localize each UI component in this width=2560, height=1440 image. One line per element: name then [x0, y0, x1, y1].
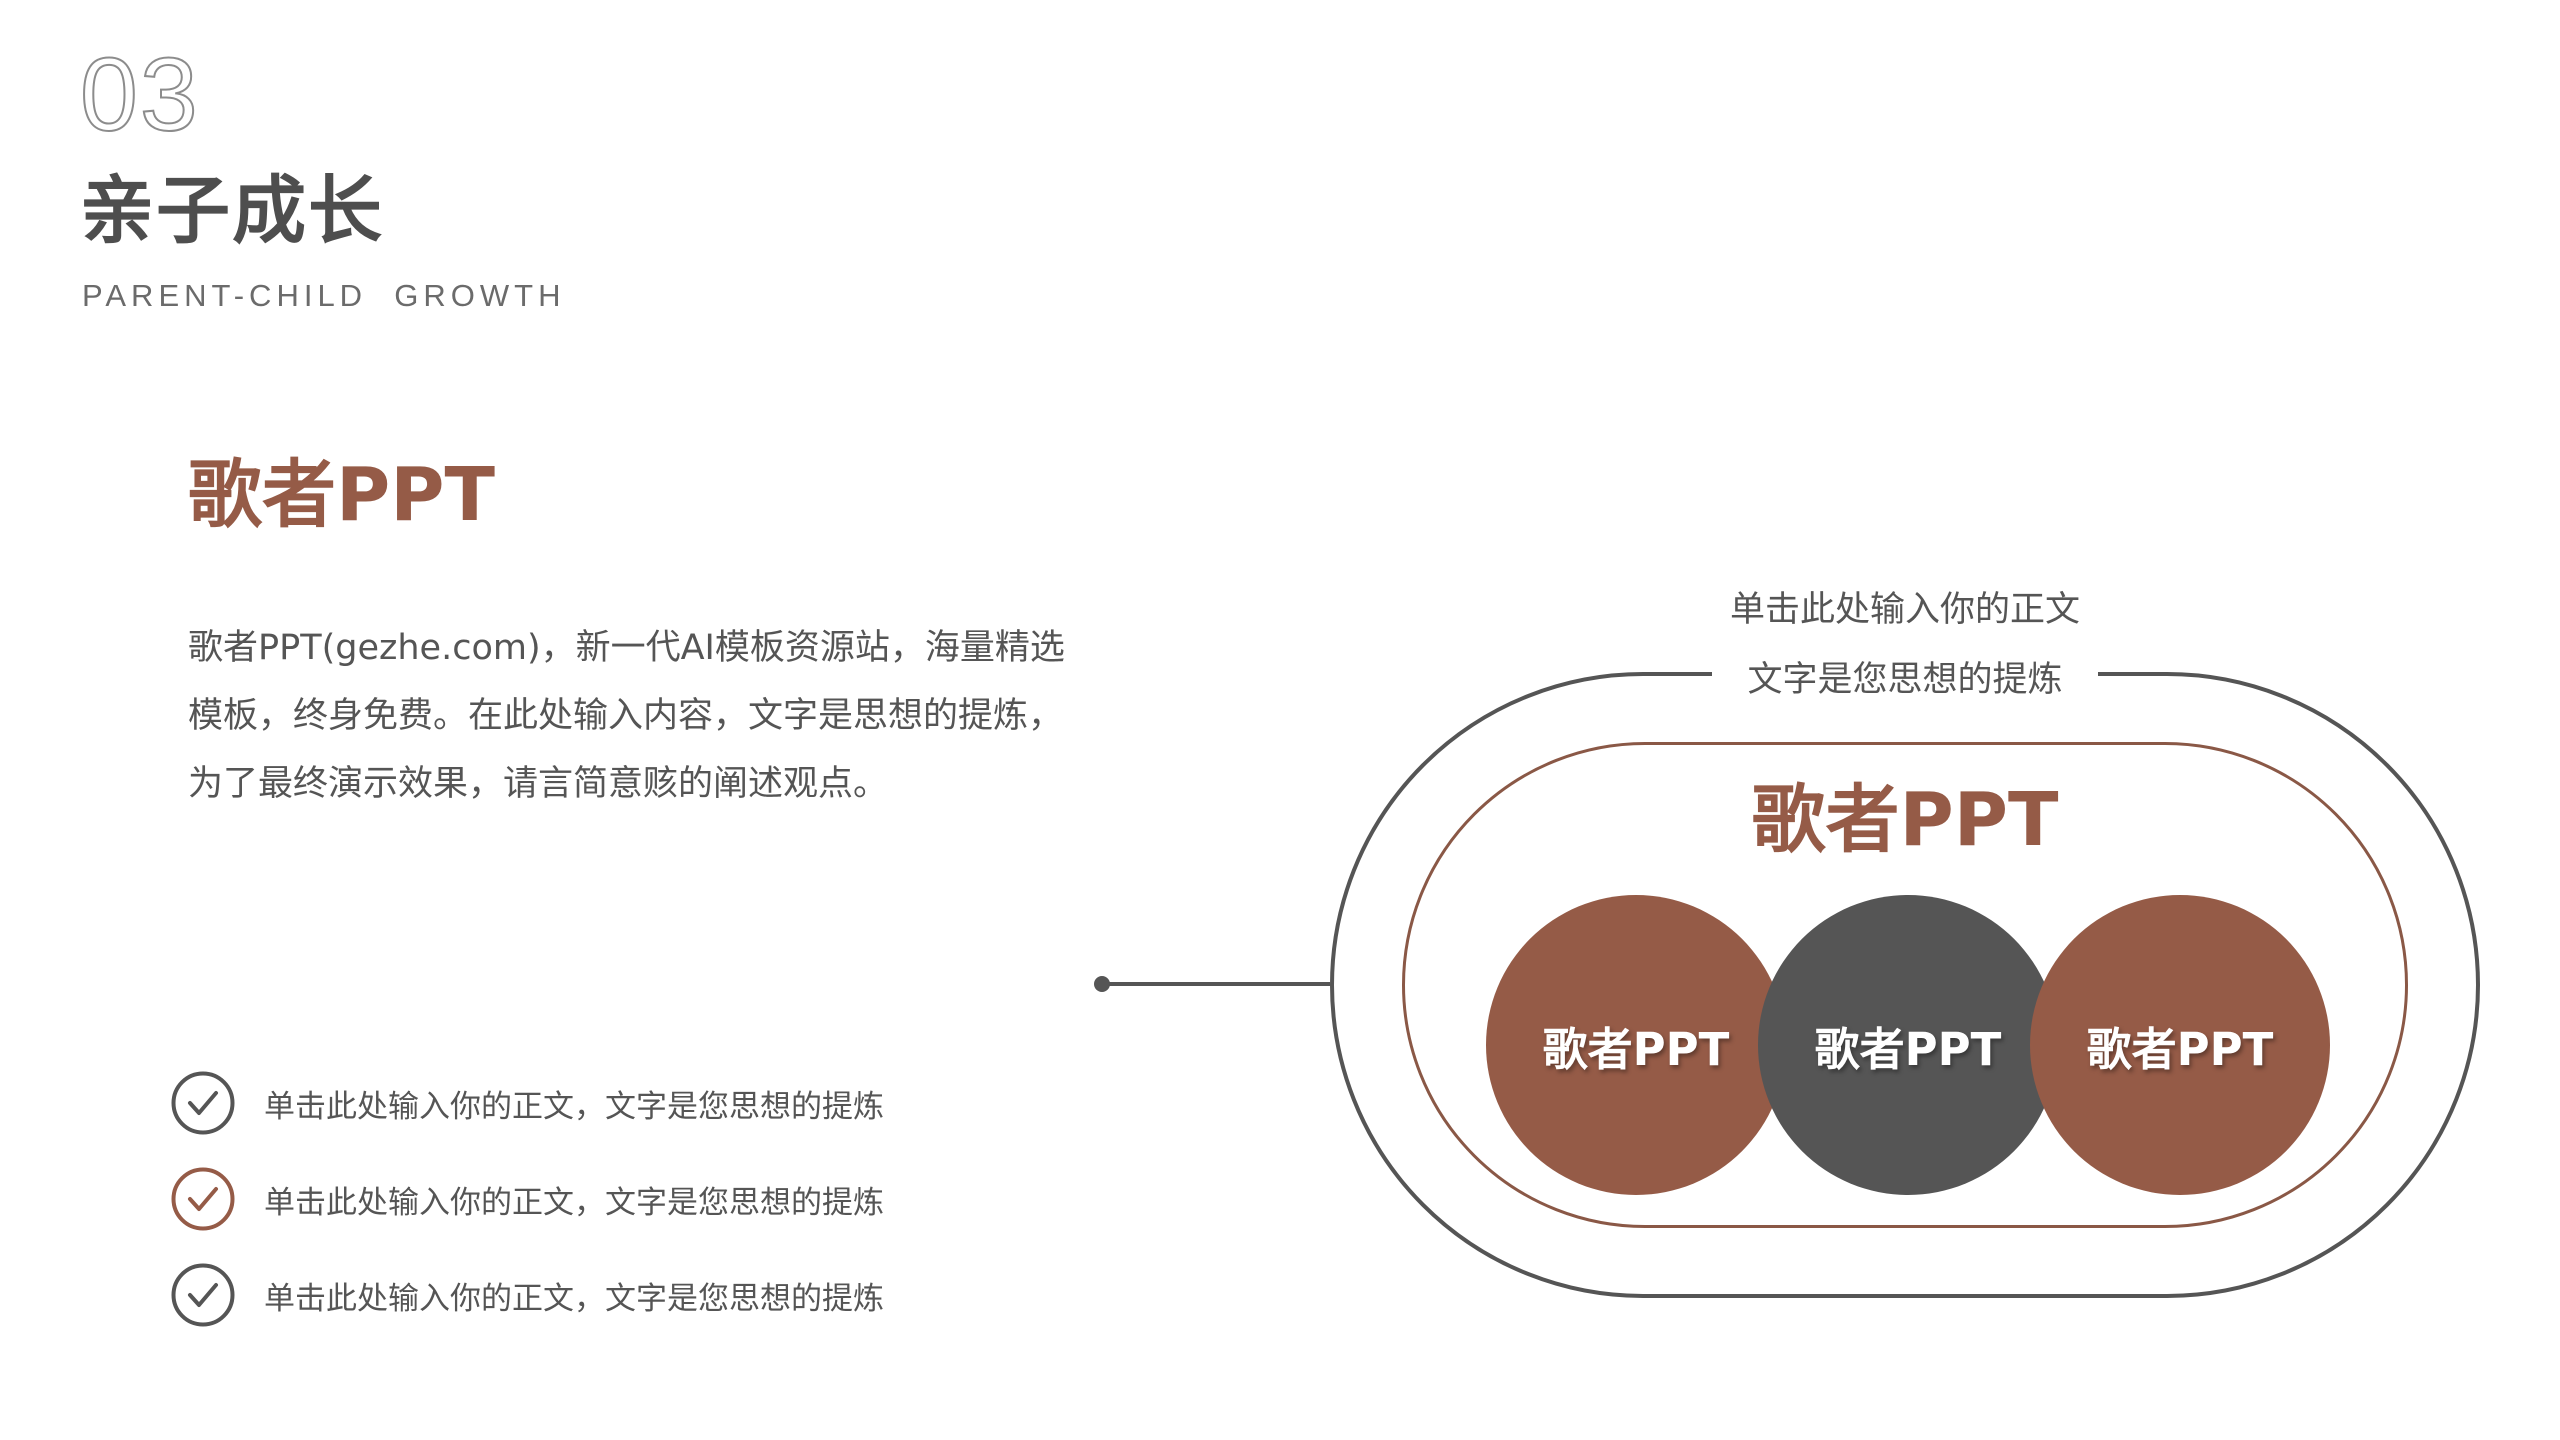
diagram-circle-center: 歌者PPT — [1758, 895, 2058, 1195]
circle-label: 歌者PPT — [1814, 1022, 2002, 1076]
check-circle-icon — [171, 1167, 235, 1231]
connector-line — [1102, 982, 1330, 986]
ring-gap — [1712, 660, 2098, 692]
diagram-caption-line1: 单击此处输入你的正文 — [1729, 590, 2080, 630]
diagram-circle-left: 歌者PPT — [1486, 895, 1786, 1195]
diagram-circle-right: 歌者PPT — [2030, 895, 2330, 1195]
checklist-item-label: 单击此处输入你的正文，文字是您思想的提炼 — [264, 1280, 884, 1317]
section-number: 03 — [79, 37, 200, 153]
circle-label: 歌者PPT — [2086, 1022, 2274, 1076]
section-subtitle: PARENT-CHILD GROWTH — [82, 278, 566, 313]
check-circle-icon — [171, 1263, 235, 1327]
diagram-title: 歌者PPT — [1751, 777, 2059, 863]
checklist-item: 单击此处输入你的正文，文字是您思想的提炼 — [170, 1262, 884, 1328]
checklist-item-label: 单击此处输入你的正文，文字是您思想的提炼 — [264, 1184, 884, 1221]
content-paragraph: 歌者PPT(gezhe.com)，新一代AI模板资源站，海量精选模板，终身免费。… — [188, 628, 1065, 804]
checklist-item: 单击此处输入你的正文，文字是您思想的提炼 — [170, 1166, 884, 1232]
section-title: 亲子成长 — [80, 168, 384, 254]
checklist-item: 单击此处输入你的正文，文字是您思想的提炼 — [170, 1070, 884, 1136]
checklist-item-label: 单击此处输入你的正文，文字是您思想的提炼 — [264, 1088, 884, 1125]
inner-ring — [1402, 742, 2408, 1228]
circle-label: 歌者PPT — [1542, 1022, 1730, 1076]
check-circle-icon — [171, 1071, 235, 1135]
diagram-caption-line2: 文字是您思想的提炼 — [1747, 660, 2063, 700]
connector-dot — [1094, 976, 1110, 992]
content-title: 歌者PPT — [188, 452, 495, 538]
